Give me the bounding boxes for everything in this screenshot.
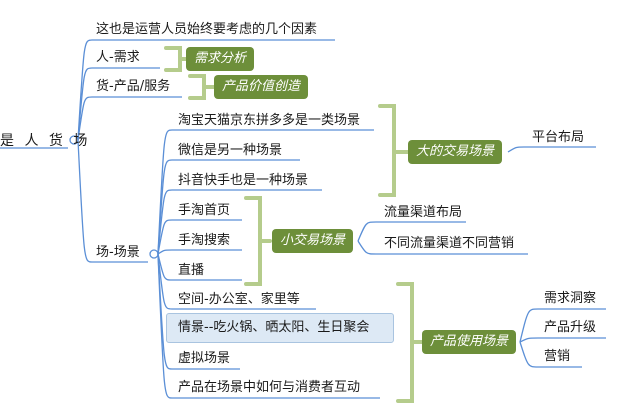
connector-intro <box>77 39 335 141</box>
usage-child[interactable]: 需求洞察 <box>544 291 597 306</box>
topic-scene[interactable]: 场-场景 <box>96 245 140 260</box>
platform-child[interactable]: 平台布局 <box>532 130 585 145</box>
tag-small[interactable]: 小交易场景 <box>272 229 354 253</box>
intro-topic[interactable]: 这也是运营人员始终要考虑的几个因素 <box>96 22 318 37</box>
usage-item[interactable]: 虚拟场景 <box>178 351 231 366</box>
bracket-small <box>244 196 272 286</box>
usage-item[interactable]: 空间-办公室、家里等 <box>178 292 300 307</box>
bracket-usage <box>396 282 424 403</box>
usage-item[interactable]: 产品在场景中如何与消费者互动 <box>178 380 361 395</box>
small-item[interactable]: 手淘首页 <box>178 203 231 218</box>
usage-child[interactable]: 营销 <box>544 349 571 364</box>
tag-people[interactable]: 需求分析 <box>186 47 255 71</box>
platform-item[interactable]: 抖音快手也是一种场景 <box>178 173 309 188</box>
root-topic[interactable]: 是 人 货 场 <box>0 133 91 149</box>
tag-usage[interactable]: 产品使用场景 <box>422 330 517 354</box>
topic-people[interactable]: 人-需求 <box>96 50 140 65</box>
selected-node-highlight <box>166 313 394 343</box>
bracket-goods <box>188 74 216 100</box>
bracket-platform <box>378 104 410 197</box>
platform-item[interactable]: 淘宝天猫京东拼多多是一类场景 <box>178 113 361 128</box>
platform-item[interactable]: 微信是另一种场景 <box>178 143 283 158</box>
small-item[interactable]: 手淘搜索 <box>178 233 231 248</box>
connector-people <box>77 67 160 141</box>
usage-child[interactable]: 产品升级 <box>544 320 597 335</box>
tag-goods[interactable]: 产品价值创造 <box>214 75 309 99</box>
topic-goods[interactable]: 货-产品/服务 <box>96 79 171 94</box>
connector-scene <box>77 139 148 263</box>
small-item[interactable]: 直播 <box>178 263 205 278</box>
scene-node <box>149 249 159 259</box>
small-child[interactable]: 不同流量渠道不同营销 <box>384 236 515 251</box>
small-child[interactable]: 流量渠道布局 <box>384 205 463 220</box>
connector-goods <box>77 96 182 141</box>
usage-item[interactable]: 情景--吃火锅、晒太阳、生日聚会 <box>178 320 370 335</box>
tag-platform[interactable]: 大的交易场景 <box>408 140 503 164</box>
